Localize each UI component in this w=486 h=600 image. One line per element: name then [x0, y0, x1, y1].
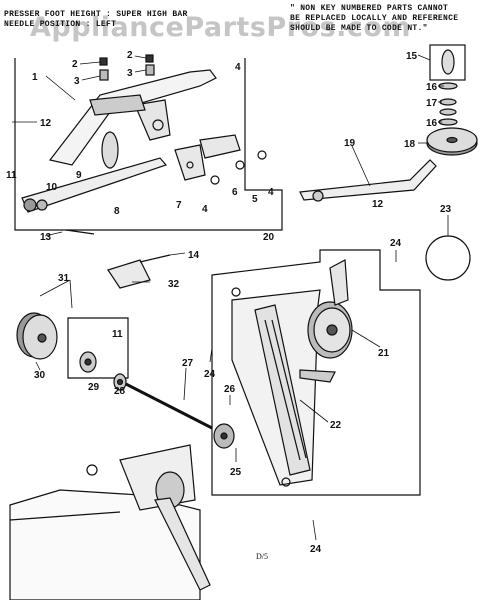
callout-24c: 24 — [310, 544, 322, 555]
callout-26: 26 — [224, 384, 236, 395]
belt-23 — [425, 235, 471, 281]
callout-7: 7 — [176, 200, 182, 211]
callout-17: 17 — [426, 98, 438, 109]
callout-3a: 3 — [74, 76, 80, 87]
callout-19: 19 — [344, 138, 356, 149]
callout-31: 31 — [58, 273, 70, 284]
gear-25 — [213, 423, 235, 449]
callout-16a: 16 — [426, 82, 438, 93]
callout-22: 22 — [330, 420, 342, 431]
callout-1: 1 — [32, 72, 38, 83]
callout-12a: 12 — [40, 118, 52, 129]
callout-28: 28 — [114, 386, 126, 397]
brackets-middle — [174, 134, 267, 185]
callout-24b: 24 — [204, 369, 216, 380]
callout-4b: 4 — [268, 187, 274, 198]
callout-10: 10 — [46, 182, 58, 193]
callout-6: 6 — [232, 187, 238, 198]
callout-25: 25 — [230, 467, 242, 478]
callout-labels: 1 2 3 2 3 12 9 10 11 8 7 4 6 5 4 4 13 12… — [6, 50, 452, 555]
pulley-30 — [16, 312, 58, 360]
callout-2b: 2 — [127, 50, 133, 61]
note-left-line-2: NEEDLE POSITION : LEFT — [4, 20, 117, 29]
callout-13: 13 — [40, 232, 52, 243]
note-right-line-3: SHOULD BE MADE TO CODE NT." — [290, 24, 428, 33]
shaft-27 — [125, 382, 213, 430]
bushing-29 — [79, 351, 97, 373]
callout-14: 14 — [188, 250, 200, 261]
bracket-32 — [107, 259, 151, 289]
presser-foot-note: PRESSER FOOT HEIGHT : SUPER HIGH BAR NEE… — [4, 10, 188, 30]
callout-4a: 4 — [202, 204, 208, 215]
cam-stack — [426, 44, 478, 156]
lower-group-outline — [211, 249, 421, 496]
note-right-line-2: BE REPLACED LOCALLY AND REFERENCE — [290, 14, 459, 23]
non-key-parts-note: " NON KEY NUMBERED PARTS CANNOT BE REPLA… — [290, 4, 458, 34]
callout-29: 29 — [88, 382, 100, 393]
callout-4c: 4 — [235, 62, 241, 73]
callout-21: 21 — [378, 348, 390, 359]
upper-group-outline — [14, 58, 283, 231]
callout-24a: 24 — [390, 238, 402, 249]
callout-15: 15 — [406, 51, 418, 62]
watermark: AppliancePartsPros.com — [30, 12, 412, 43]
machine-bed — [9, 444, 211, 600]
callout-9: 9 — [76, 170, 82, 181]
note-left-line-1: PRESSER FOOT HEIGHT : SUPER HIGH BAR — [4, 10, 188, 19]
lower-left-outline — [67, 317, 129, 379]
callout-2a: 2 — [72, 59, 78, 70]
callout-32: 32 — [168, 279, 180, 290]
callout-20: 20 — [263, 232, 275, 243]
callout-30: 30 — [34, 370, 46, 381]
callout-18: 18 — [404, 139, 416, 150]
callout-8: 8 — [114, 206, 120, 217]
callout-5: 5 — [252, 194, 258, 205]
upper-arm-assembly — [48, 69, 217, 169]
callout-16b: 16 — [426, 118, 438, 129]
link-19 — [299, 159, 437, 201]
callout-23: 23 — [440, 204, 452, 215]
callout-3b: 3 — [127, 68, 133, 79]
callout-11a: 11 — [6, 170, 17, 181]
note-right-line-1: " NON KEY NUMBERED PARTS CANNOT — [290, 4, 449, 13]
callout-12b: 12 — [372, 199, 384, 210]
zigzag-assembly — [231, 259, 353, 487]
page-number: D/5 — [256, 552, 268, 561]
callout-27: 27 — [182, 358, 194, 369]
collar-28 — [113, 373, 127, 391]
leader-lines — [12, 54, 449, 541]
callout-11b: 11 — [112, 329, 123, 340]
